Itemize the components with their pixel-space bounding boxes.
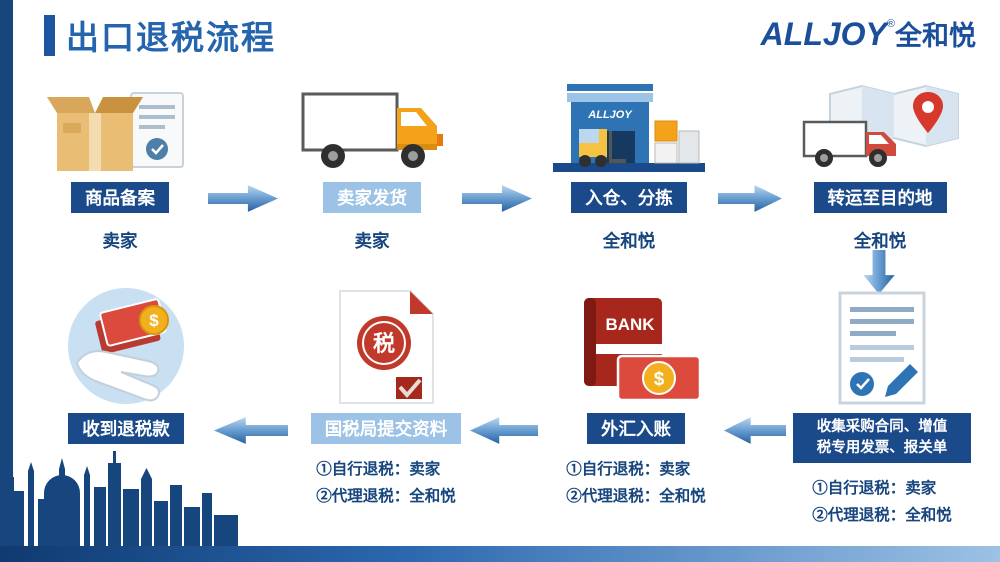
left-edge-bar	[0, 0, 13, 562]
step-label-line: 税专用发票、报关单	[816, 440, 948, 457]
svg-text:税: 税	[372, 331, 394, 356]
refund-notes: ①自行退税：卖家 ②代理退税：全和悦	[566, 457, 706, 510]
step-label: 收集采购合同、增值 税专用发票、报关单	[793, 413, 971, 464]
bottom-gradient-bar	[0, 546, 1000, 562]
note-line: ②代理退税：全和悦	[566, 487, 706, 505]
svg-text:$: $	[149, 311, 159, 330]
step-product-registration: 商品备案 卖家	[36, 70, 204, 253]
flow-arrow-left-2	[470, 417, 538, 444]
step-forex-receipt: BANK $ 外汇入账 ①自行退税：卖家 ②代理退税：全和悦	[548, 283, 724, 510]
step-label: 外汇入账	[587, 413, 685, 444]
step-warehouse-sorting: ALLJOY 入仓、分拣 全和悦	[544, 70, 714, 253]
step-tax-bureau-submit: 税 国税局提交资料 ①自行退税：卖家 ②代理退税：全和悦	[294, 283, 478, 510]
flow-arrow-right-3	[718, 185, 782, 212]
step-collect-documents: 收集采购合同、增值 税专用发票、报关单 ①自行退税：卖家 ②代理退税：全和悦	[790, 283, 974, 529]
step-label: 转运至目的地	[813, 182, 947, 213]
page-title: 出口退税流程	[66, 19, 276, 56]
step-label: 国税局提交资料	[310, 413, 462, 444]
truck-map-pin-icon	[800, 70, 960, 176]
brand-logo: ALLJOY®全和悦	[761, 14, 976, 53]
step-transfer-destination: 转运至目的地 全和悦	[788, 70, 972, 253]
step-label: 卖家发货	[323, 182, 421, 213]
step-seller-ship: 卖家发货 卖家	[288, 70, 456, 253]
title-accent-bar	[44, 15, 55, 56]
flow-arrow-right-2	[462, 185, 532, 212]
step-label: 收到退税款	[68, 413, 184, 444]
note-line: ①自行退税：卖家	[566, 461, 691, 478]
step-receive-refund: $ 收到退税款	[40, 283, 212, 444]
step-label: 商品备案	[71, 182, 169, 213]
logo-text-cn: 全和悦	[895, 21, 976, 51]
flow-arrow-left-1	[724, 417, 786, 444]
bank-passbook-icon: BANK $	[566, 283, 706, 407]
step-label-line: 收集采购合同、增值	[816, 419, 948, 435]
city-skyline	[0, 451, 238, 547]
actor-label: 全和悦	[853, 231, 907, 251]
logo-text-en: ALLJOY	[760, 16, 887, 52]
registered-mark: ®	[886, 18, 895, 30]
note-line: ②代理退税：全和悦	[316, 487, 456, 505]
tax-document-icon: 税	[334, 283, 439, 407]
actor-label: 卖家	[102, 231, 138, 251]
svg-text:$: $	[654, 369, 665, 390]
hand-money-icon: $	[61, 283, 191, 407]
refund-notes: ①自行退税：卖家 ②代理退税：全和悦	[316, 457, 456, 510]
flow-arrow-right-1	[208, 185, 278, 212]
warehouse-forklift-icon: ALLJOY	[549, 70, 709, 176]
svg-text:BANK: BANK	[605, 315, 655, 334]
refund-notes: ①自行退税：卖家 ②代理退税：全和悦	[812, 476, 952, 529]
note-line: ①自行退税：卖家	[316, 461, 441, 478]
actor-label: 卖家	[354, 231, 390, 251]
note-line: ②代理退税：全和悦	[812, 506, 952, 524]
step-label: 入仓、分拣	[571, 182, 687, 213]
actor-label: 全和悦	[602, 231, 656, 251]
svg-text:ALLJOY: ALLJOY	[587, 109, 633, 121]
box-clipboard-icon	[45, 70, 195, 176]
delivery-truck-icon	[297, 70, 447, 176]
note-line: ①自行退税：卖家	[812, 480, 937, 498]
contract-documents-icon	[832, 283, 932, 407]
